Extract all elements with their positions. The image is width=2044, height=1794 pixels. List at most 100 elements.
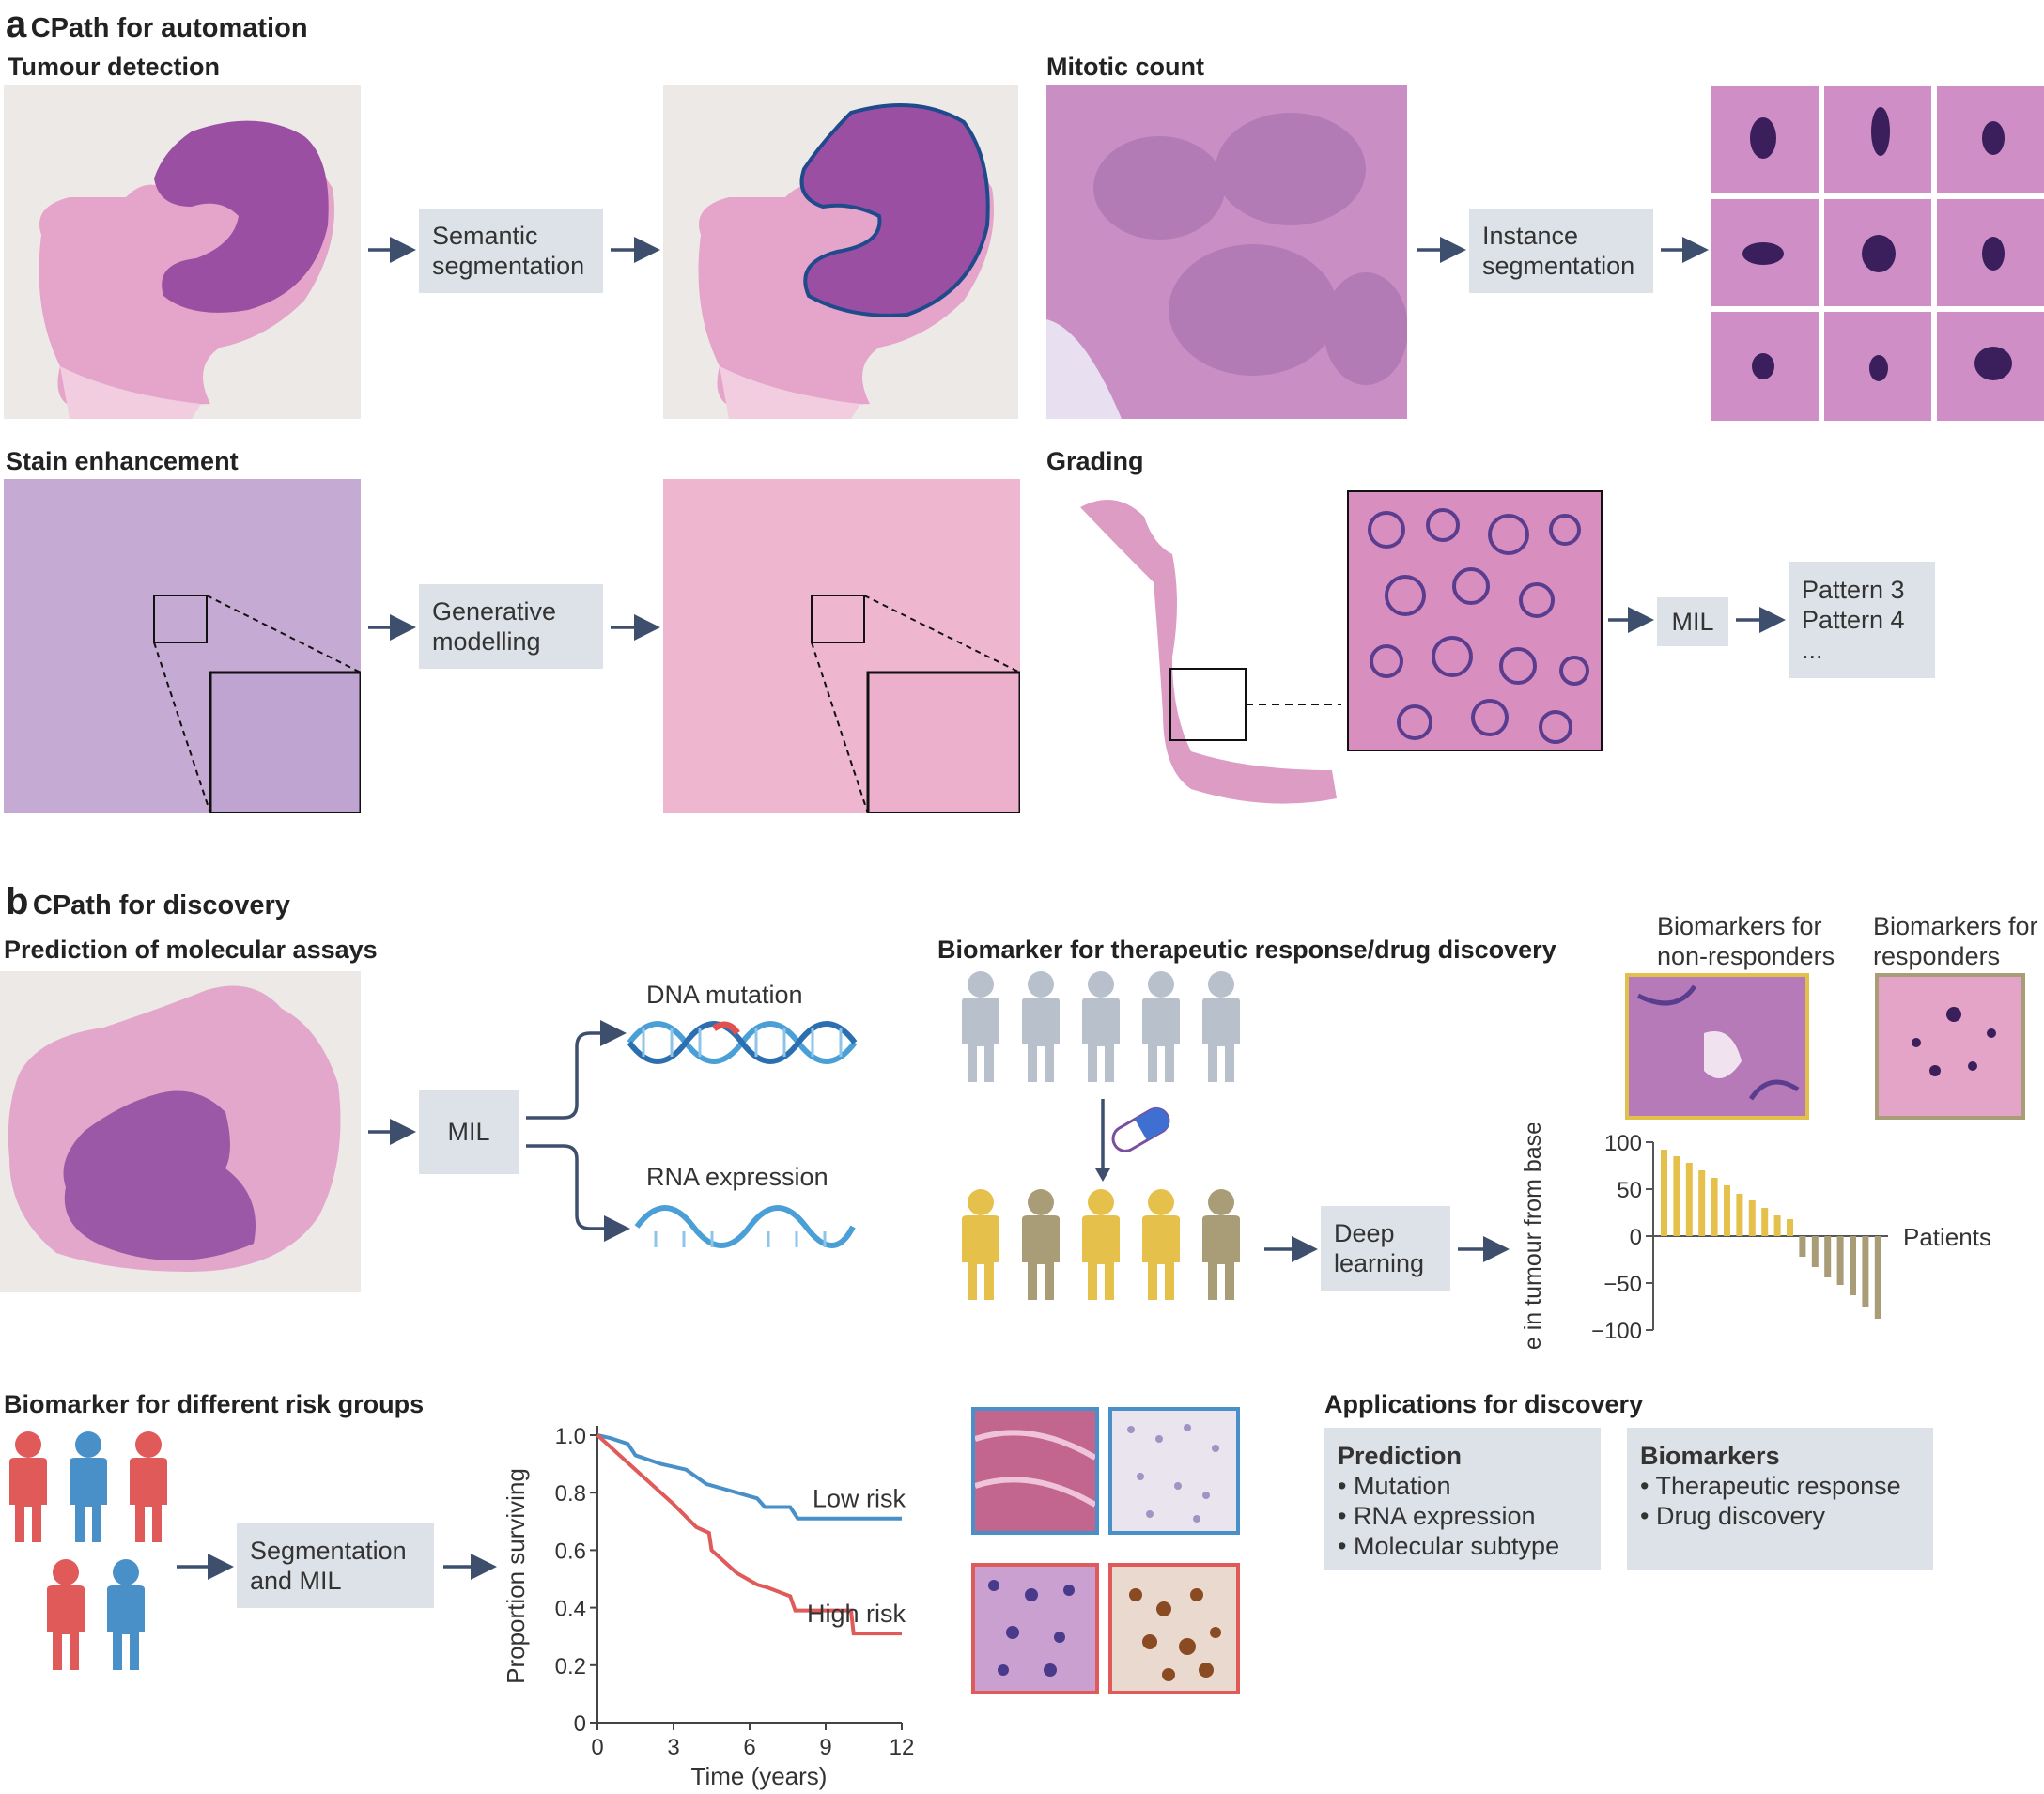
tumour-segmented-image (663, 85, 1018, 419)
biomarkers-box: Biomarkers • Therapeutic response • Drug… (1627, 1428, 1933, 1570)
rna-strand-icon (634, 1205, 856, 1248)
low-risk-tissue-1 (971, 1407, 1099, 1535)
patient-population-icon (962, 971, 1240, 1300)
grading-mil-box: MIL (1657, 597, 1728, 646)
prediction-box: Prediction • Mutation • RNA expression •… (1324, 1428, 1601, 1570)
grading-core-image (1078, 488, 1341, 817)
applications-title: Applications for discovery (1324, 1390, 1644, 1418)
waterfall-bar (1748, 1200, 1756, 1236)
responder-tissue-image (1875, 973, 2025, 1120)
generative-modelling-box: Generative modelling (419, 584, 603, 669)
waterfall-bar (1711, 1178, 1718, 1236)
survival-y-tick-label: 0.6 (555, 1539, 586, 1564)
tumour-detection-title: Tumour detection (8, 53, 220, 81)
pattern-4-label: Pattern 4 (1802, 606, 1905, 634)
prediction-item-subtype: • Molecular subtype (1338, 1532, 1560, 1560)
survival-x-tick-label: 6 (743, 1735, 755, 1760)
survival-y-tick-label: 0.8 (555, 1481, 586, 1507)
segmentation-mil-label: Segmentation and MIL (250, 1537, 407, 1595)
nonresponder-tissue-image (1625, 973, 1809, 1120)
semantic-segmentation-label: Semantic segmentation (432, 222, 585, 280)
waterfall-xlabel: Patients (1903, 1223, 1991, 1251)
rna-expression-label: RNA expression (646, 1163, 828, 1191)
survival-x-tick-label: 9 (819, 1735, 831, 1760)
waterfall-bar (1685, 1163, 1693, 1236)
waterfall-bar (1824, 1236, 1832, 1277)
grading-mil-label: MIL (1671, 608, 1714, 636)
mitotic-count-title: Mitotic count (1046, 53, 1204, 81)
panel-a-arrows (368, 237, 1786, 641)
waterfall-bars (1661, 1150, 1881, 1319)
waterfall-bar (1799, 1236, 1806, 1257)
waterfall-tick-label: −100 (1591, 1319, 1642, 1344)
grading-title: Grading (1046, 447, 1144, 475)
low-risk-curve (596, 1433, 902, 1521)
dna-mutation-label: DNA mutation (646, 981, 803, 1009)
responders-label: Biomarkers for responders (1873, 912, 2038, 970)
prediction-item-rna: • RNA expression (1338, 1502, 1536, 1530)
survival-axis: 1.0 0.8 0.6 0.4 0.2 00 3 6 9 12 (555, 1424, 915, 1760)
dna-helix-icon (627, 1021, 858, 1064)
panel-a-header: a CPath for automation (6, 4, 308, 46)
waterfall-tick-label: 0 (1630, 1225, 1642, 1250)
waterfall-tick-label: −50 (1603, 1272, 1642, 1297)
panel-b-letter: b (6, 881, 29, 922)
grading-zoom-image (1347, 490, 1603, 751)
prediction-heading: Prediction (1338, 1442, 1463, 1470)
stain-original-image (4, 479, 361, 813)
survival-x-tick-label: 12 (890, 1735, 915, 1760)
high-risk-tissue-2 (1108, 1563, 1240, 1694)
biomarkers-item-drug: • Drug discovery (1640, 1502, 1826, 1530)
biomarkers-item-therapeutic: • Therapeutic response (1640, 1472, 1901, 1500)
tumour-slide-image (4, 85, 361, 419)
waterfall-bar (1736, 1194, 1743, 1236)
waterfall-bar (1787, 1219, 1793, 1236)
survival-x-tick-label: 3 (667, 1735, 679, 1760)
waterfall-bar (1698, 1170, 1706, 1236)
waterfall-bar (1862, 1236, 1869, 1307)
molecular-mil-box: MIL (419, 1090, 519, 1174)
risk-groups-title: Biomarker for different risk groups (4, 1390, 425, 1418)
survival-y-tick-label: 1.0 (555, 1424, 586, 1449)
deep-learning-label: Deep learning (1334, 1219, 1425, 1277)
survival-y-tick-label: 0 (574, 1711, 586, 1737)
deep-learning-box: Deep learning (1321, 1206, 1450, 1291)
waterfall-bar (1850, 1236, 1856, 1295)
mitotic-tissue-image (1046, 85, 1407, 419)
survival-y-tick-label: 0.4 (555, 1597, 586, 1622)
waterfall-tick-label: 100 (1604, 1131, 1642, 1156)
waterfall-chart: Change in tumour from baseline (%) 10050… (1522, 1123, 1991, 1349)
pill-icon (1111, 1106, 1170, 1152)
stain-enhanced-image (663, 479, 1020, 813)
low-risk-tissue-2 (1108, 1407, 1240, 1535)
segmentation-mil-box: Segmentation and MIL (237, 1523, 434, 1608)
high-risk-curve (596, 1433, 902, 1636)
waterfall-bar (1724, 1185, 1730, 1236)
molecular-slide-image (0, 971, 361, 1292)
waterfall-bar (1761, 1208, 1769, 1236)
stain-enhancement-title: Stain enhancement (6, 447, 239, 475)
pattern-box: Pattern 3 Pattern 4 ... (1788, 562, 1935, 678)
waterfall-bar (1673, 1156, 1680, 1236)
survival-chart: Proportion surviving 1.0 0.8 0.6 0.4 0.2 00 3 6… (502, 1424, 915, 1790)
survival-y-tick-label: 0.2 (555, 1654, 586, 1679)
panel-a-title: CPath for automation (30, 13, 308, 43)
waterfall-bar (1874, 1236, 1881, 1319)
waterfall-bar (1661, 1150, 1667, 1236)
generative-modelling-label: Generative modelling (432, 597, 557, 656)
nonresponders-label: Biomarkers for non-responders (1657, 912, 1835, 970)
molecular-mil-label: MIL (447, 1118, 490, 1146)
high-risk-tissue-1 (971, 1563, 1099, 1694)
survival-ylabel: Proportion surviving (502, 1468, 530, 1684)
high-risk-label: High risk (807, 1600, 906, 1628)
survival-x-tick-label: 0 (591, 1735, 603, 1760)
survival-xlabel: Time (years) (691, 1762, 828, 1790)
panel-b-arrows (177, 1020, 1510, 1580)
prediction-item-mutation: • Mutation (1338, 1472, 1451, 1500)
waterfall-bar (1773, 1215, 1781, 1236)
instance-segmentation-label: Instance segmentation (1482, 222, 1635, 280)
waterfall-ylabel: Change in tumour from baseline (%) (1522, 1123, 1546, 1349)
waterfall-bar (1836, 1236, 1844, 1285)
